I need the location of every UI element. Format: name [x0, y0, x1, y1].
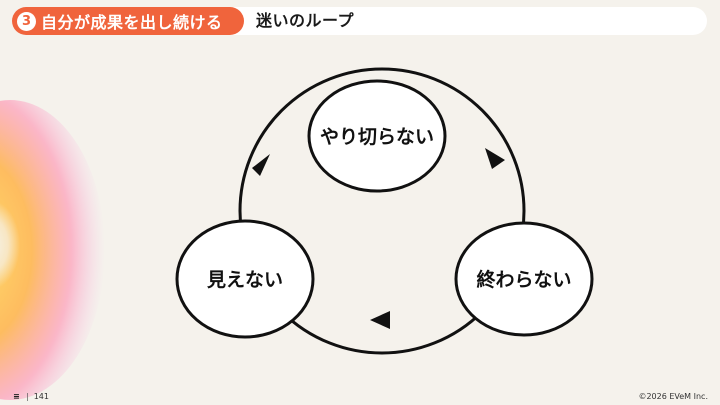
loop-circle — [238, 67, 526, 355]
node-right-shape — [454, 221, 594, 337]
node-top-shape — [307, 79, 447, 193]
page-title: 迷いのループ — [256, 11, 355, 30]
section-badge: 3 自分が成果を出し続ける — [12, 7, 244, 35]
node-top: やり切らない — [307, 79, 447, 193]
arrow-right-to-left — [370, 311, 390, 329]
page-number: 141 — [33, 392, 49, 401]
node-left: 見えない — [175, 219, 315, 339]
section-title: 自分が成果を出し続ける — [41, 13, 223, 32]
footer-separator: | — [26, 392, 29, 401]
node-right: 終わらない — [454, 221, 594, 337]
arrow-top-to-right — [485, 148, 505, 169]
node-right-label: 終わらない — [476, 268, 571, 291]
arrow-left-to-top — [252, 154, 270, 176]
section-number: 3 — [17, 11, 36, 31]
copyright: ©2026 EVeM Inc. — [638, 392, 708, 401]
footer-left: ≡ | 141 — [13, 392, 49, 401]
node-top-label: やり切らない — [320, 126, 434, 148]
node-left-label: 見えない — [207, 269, 283, 291]
brand-logo-icon: ≡ — [13, 391, 20, 401]
node-left-shape — [175, 219, 315, 339]
